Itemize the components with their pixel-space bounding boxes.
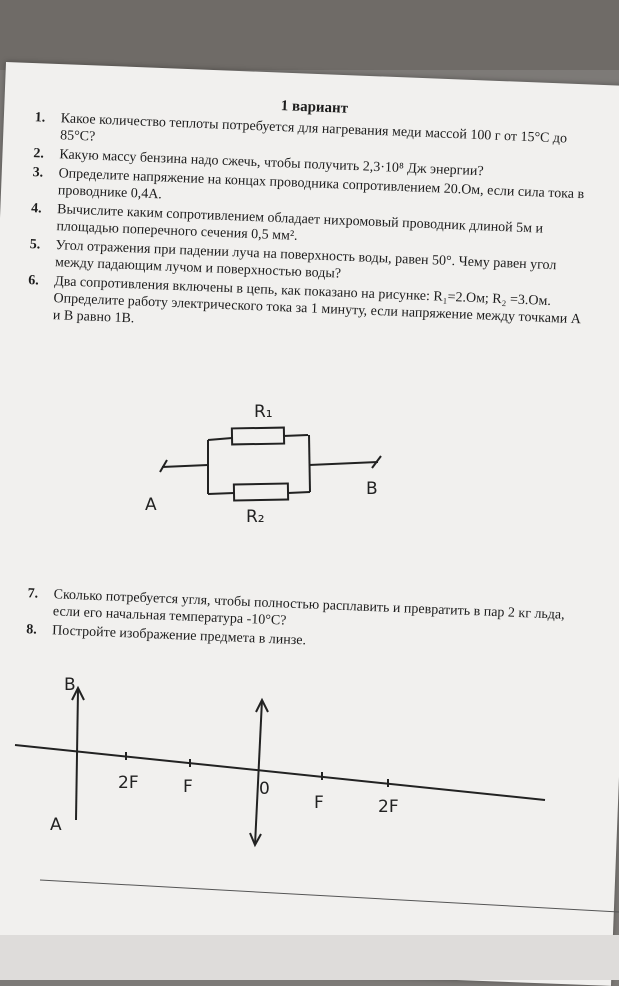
table-surface	[0, 935, 619, 980]
optical-axis	[14, 744, 546, 801]
point-a-label: A	[145, 495, 157, 515]
r2-label: R₂	[246, 507, 265, 527]
lens-line	[254, 699, 263, 846]
left-f-label: F	[183, 777, 193, 797]
r1-label: R₁	[254, 402, 273, 422]
top-branch-wire	[207, 434, 309, 441]
background-top	[0, 0, 619, 70]
object-bottom-label: A	[50, 815, 62, 835]
right-junction	[308, 434, 311, 493]
page-bottom-line	[39, 879, 619, 913]
point-b-label: B	[366, 479, 378, 499]
left-2f-label: 2F	[118, 773, 139, 793]
circuit-diagram: R₁ R₂ A B	[145, 402, 382, 527]
lens-center-label: 0	[259, 779, 270, 799]
right-f-label: F	[314, 793, 324, 813]
resistor-r2	[232, 482, 290, 502]
focus-ticks	[125, 752, 389, 787]
bottom-branch-wire	[207, 491, 311, 495]
wire-a	[161, 464, 209, 468]
object-arrow	[75, 689, 79, 821]
right-2f-label: 2F	[378, 797, 399, 817]
wire-b	[308, 461, 379, 466]
object-top-label: B	[64, 675, 76, 695]
object-arrowhead	[71, 685, 85, 701]
lens-diagram: B A 2F F 0 F 2F	[14, 675, 546, 848]
terminal-ticks	[159, 455, 382, 473]
resistor-r1	[230, 426, 286, 446]
lens-arrowheads	[249, 697, 269, 848]
